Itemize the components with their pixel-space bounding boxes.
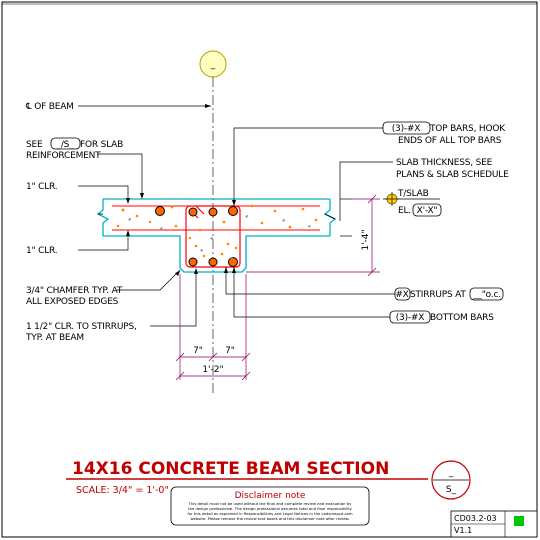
slab-reinforcement bbox=[112, 205, 320, 231]
depth-dim-label: 1'-4" bbox=[361, 229, 371, 250]
status-indicator bbox=[514, 516, 524, 526]
aggregate-pattern bbox=[116, 204, 318, 258]
break-lines bbox=[98, 213, 336, 220]
label-see-slab-post: FOR SLAB bbox=[80, 140, 123, 150]
section-bubble: _ S_ bbox=[431, 460, 471, 500]
dim-total-label: 1'-2" bbox=[202, 365, 223, 375]
label-clr-stirrups-1: 1 1/2" CLR. TO STIRRUPS, bbox=[26, 322, 137, 332]
disclaimer-line-2: the design professional. The design prof… bbox=[188, 506, 353, 511]
depth-dimension bbox=[246, 194, 380, 277]
label-top-bars-box: (3)-#X bbox=[392, 124, 421, 134]
detail-number: CD03.2-03 bbox=[454, 514, 497, 523]
label-see-slab-box: _/S_ bbox=[56, 140, 75, 150]
disclaimer-title: Disclaimer note bbox=[235, 491, 306, 501]
detail-version: V1.1 bbox=[454, 526, 472, 535]
label-slab-thickness-1: SLAB THICKNESS, SEE bbox=[396, 158, 493, 168]
disclaimer-line-4: website. Please remove the review text b… bbox=[190, 516, 349, 521]
label-el-pre: EL. bbox=[398, 206, 411, 216]
label-chamfer-1: 3/4" CHAMFER TYP. AT bbox=[26, 286, 123, 296]
bottom-bars bbox=[188, 257, 238, 267]
label-stirrups-box: #X bbox=[395, 290, 408, 300]
label-bottom-bars-box: (3)-#X bbox=[396, 313, 425, 323]
label-see-slab-2: REINFORCEMENT bbox=[26, 151, 101, 161]
label-bottom-bars: BOTTOM BARS bbox=[430, 313, 494, 323]
label-top-bars-2: ENDS OF ALL TOP BARS bbox=[398, 136, 502, 146]
leader-arrows bbox=[126, 104, 236, 276]
leader-lines bbox=[78, 105, 440, 327]
drawing-scale: SCALE: 3/4" = 1'-0" bbox=[76, 485, 169, 496]
label-stirrups-mid: STIRRUPS AT bbox=[410, 290, 466, 300]
label-el-box: X'-X" bbox=[417, 206, 438, 216]
detail-id-block: CD03.2-03 V1.1 bbox=[450, 510, 538, 538]
drawing-title: 14X16 CONCRETE BEAM SECTION bbox=[72, 459, 389, 479]
dim-right-label: 7" bbox=[225, 346, 235, 356]
section-bubble-top: _ bbox=[448, 468, 454, 478]
label-clr-top: 1" CLR. bbox=[26, 182, 57, 192]
label-stirrups-spacing: __"o.c. bbox=[472, 290, 501, 300]
top-bars bbox=[155, 206, 238, 217]
section-bubble-bottom: S_ bbox=[446, 485, 457, 495]
disclaimer-line-3: for this detail as explained in Responsi… bbox=[187, 511, 352, 516]
grid-bubble-label: _ bbox=[210, 60, 216, 70]
elevation-target-icon bbox=[385, 192, 399, 206]
disclaimer-box: Disclaimer note This detail must not be … bbox=[170, 486, 370, 526]
label-see-slab-pre: SEE bbox=[26, 140, 43, 150]
dim-left-label: 7" bbox=[193, 346, 203, 356]
label-top-bars-1: TOP BARS, HOOK bbox=[429, 124, 506, 134]
grid-bubble: _ bbox=[199, 50, 227, 78]
disclaimer-line-1: This detail must not be used without the… bbox=[188, 501, 353, 506]
aggregate-grey bbox=[128, 215, 311, 260]
width-dimension bbox=[175, 274, 251, 381]
label-clr-bottom: 1" CLR. bbox=[26, 246, 57, 256]
label-t-slab: T/SLAB bbox=[397, 189, 429, 199]
label-chamfer-2: ALL EXPOSED EDGES bbox=[26, 297, 119, 307]
label-slab-thickness-2: PLANS & SLAB SCHEDULE bbox=[396, 170, 509, 180]
label-clr-stirrups-2: TYP. AT BEAM bbox=[25, 333, 84, 343]
label-cl-beam: ℄ OF BEAM bbox=[25, 102, 74, 112]
